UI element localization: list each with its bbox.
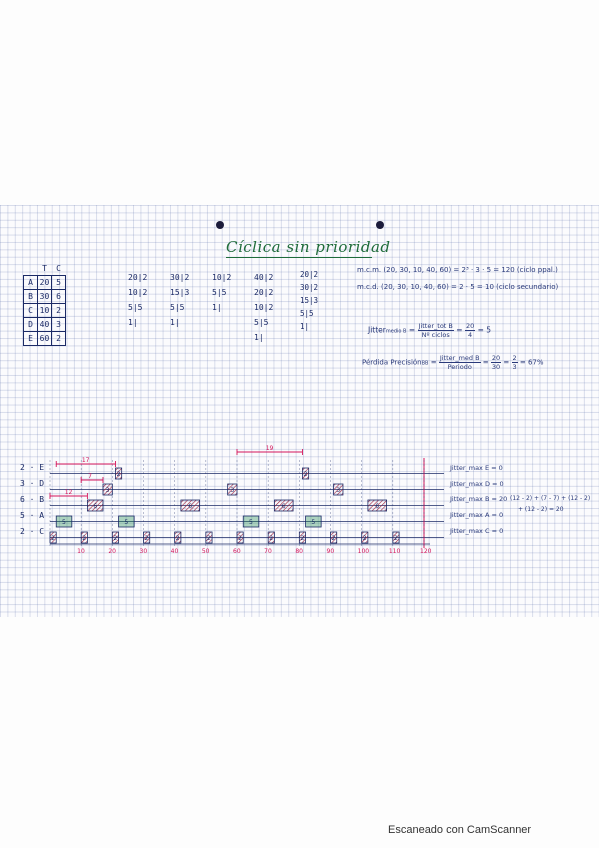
factor-line: 10|2 [212, 273, 232, 282]
fraction-numerator: 20 [490, 354, 502, 363]
task-cost: 2 [51, 331, 66, 346]
factor-line: 20|2 [300, 270, 319, 279]
task-cost: 3 [51, 317, 66, 332]
table-header-t: T [37, 262, 52, 276]
mcm-equation: m.c.m. (20, 30, 10, 40, 60) = 2³ · 3 · 5… [357, 266, 558, 274]
punch-hole-left [216, 221, 224, 229]
factorization-60: 20|2 30|2 15|3 5|5 1| [300, 268, 318, 333]
task-period: 10 [37, 303, 52, 318]
factorization-30: 30|2 15|3 5|5 1| [170, 270, 189, 330]
factor-line: 5|5 [254, 318, 269, 327]
gantt-row-label-a: 5 · A [20, 511, 45, 520]
jitter-max-c: Jitter_max C = 0 [450, 527, 504, 535]
fraction-denominator: Nº ciclos [421, 331, 450, 339]
task-cost: 5 [51, 275, 66, 290]
fraction-numerator: 2 [511, 354, 518, 363]
table-row: A 20 5 [23, 275, 66, 290]
table-row: E 60 2 [23, 331, 66, 346]
fraction-denominator: 30 [491, 363, 501, 371]
factor-line: 5|5 [300, 309, 314, 318]
jitter-b-formula-line2: + (12 - 2) = 20 [518, 506, 564, 513]
table-row: C 10 2 [23, 303, 66, 318]
task-name: E [23, 331, 38, 346]
factorization-40: 40|2 20|2 10|2 5|5 1| [254, 270, 273, 345]
task-name: D [23, 317, 38, 332]
factor-line: 1| [212, 303, 222, 312]
jitter-max-e: Jitter_max E = 0 [450, 464, 503, 472]
jitter-max-a: Jitter_max A = 0 [450, 511, 504, 519]
factor-line: 1| [300, 322, 310, 331]
task-name: A [23, 275, 38, 290]
footer-watermark: Escaneado con CamScanner [388, 824, 532, 836]
perdida-lhs: Pérdida Precisión [362, 358, 422, 367]
gantt-row-label-e: 2 · E [20, 463, 45, 472]
factor-line: 15|3 [170, 288, 190, 297]
factorization-20: 20|2 10|2 5|5 1| [128, 270, 147, 330]
gantt-row-label-b: 6 · B [20, 495, 45, 504]
factor-line: 40|2 [254, 273, 274, 282]
jitter-result: = 5 [477, 325, 492, 335]
task-period: 30 [37, 289, 52, 304]
task-table: T C A 20 5 B 30 6 C 10 2 D 40 3 E 60 2 [23, 262, 66, 346]
table-row: D 40 3 [23, 317, 66, 332]
factor-line: 1| [254, 333, 264, 342]
table-header-c: C [51, 262, 66, 276]
fraction-denominator: Periodo [447, 363, 472, 371]
factor-line: 5|5 [128, 303, 143, 312]
perdida-result: = 67% [519, 358, 544, 367]
punch-hole-right [376, 221, 384, 229]
factor-line: 20|2 [128, 273, 148, 282]
fraction-denominator: 3 [512, 363, 517, 371]
jitter-max-b: Jitter_max B = 20 [450, 495, 508, 503]
task-cost: 6 [51, 289, 66, 304]
factor-line: 10|2 [128, 288, 148, 297]
fraction-denominator: 4 [468, 331, 473, 339]
factor-line: 15|3 [300, 296, 319, 305]
task-period: 60 [37, 331, 52, 346]
task-name: B [23, 289, 38, 304]
perdida-lhs-sub: BB [421, 360, 429, 367]
factor-line: 10|2 [254, 303, 274, 312]
factor-line: 5|5 [170, 303, 185, 312]
jitter-b-formula-line1: (12 - 2) + (7 - 7) + (12 - 2) [510, 495, 591, 502]
fraction-numerator: 20 [464, 322, 476, 331]
factor-line: 30|2 [300, 283, 319, 292]
task-cost: 2 [51, 303, 66, 318]
jitter-lhs: Jitter [368, 325, 386, 335]
factor-line: 20|2 [254, 288, 274, 297]
gantt-row-label-d: 3 · D [20, 479, 45, 488]
factor-line: 1| [170, 318, 180, 327]
table-corner [24, 262, 38, 276]
table-row: B 30 6 [23, 289, 66, 304]
factor-line: 30|2 [170, 273, 190, 282]
page-title: Cíclica sin prioridad [226, 238, 391, 256]
title-underline [226, 257, 372, 258]
factorization-10: 10|2 5|5 1| [212, 270, 231, 315]
jitter-lhs-sub: medio B [385, 328, 407, 335]
mcd-equation: m.c.d. (20, 30, 10, 40, 60) = 2 · 5 = 10… [357, 283, 559, 291]
task-period: 40 [37, 317, 52, 332]
factor-line: 1| [128, 318, 138, 327]
gantt-row-label-c: 2 · C [20, 527, 45, 536]
fraction-numerator: Jitter_med B [438, 354, 481, 363]
jitter-max-d: Jitter_max D = 0 [450, 480, 504, 488]
factor-line: 5|5 [212, 288, 227, 297]
task-period: 20 [37, 275, 52, 290]
task-name: C [23, 303, 38, 318]
fraction-numerator: Jitter_tot B [417, 322, 454, 331]
grid-paper [0, 205, 599, 617]
